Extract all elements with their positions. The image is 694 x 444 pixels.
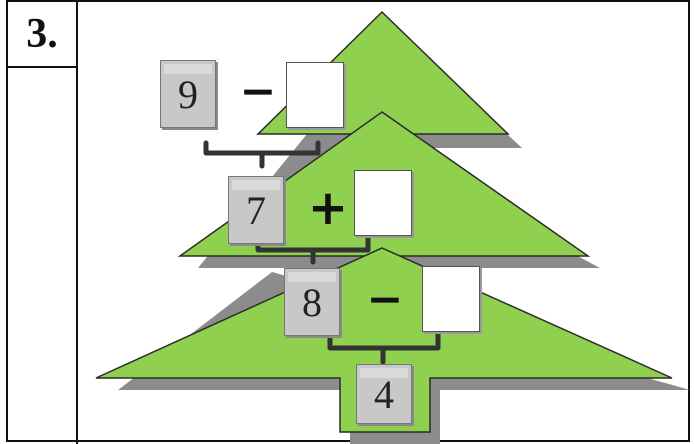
given-number-row-2: 7 xyxy=(228,176,284,244)
result-number: 4 xyxy=(356,364,412,424)
answer-box-row-3[interactable] xyxy=(422,266,480,332)
given-number-row-1: 9 xyxy=(160,60,216,128)
minus-operator-row-3: − xyxy=(366,274,404,325)
problem-number: 3. xyxy=(26,11,58,57)
answer-box-row-1[interactable] xyxy=(286,62,344,128)
bracket-row-3 xyxy=(327,331,441,365)
plus-operator-row-2: + xyxy=(307,180,349,236)
worksheet-frame xyxy=(6,0,690,442)
problem-number-divider xyxy=(6,66,78,68)
given-number-row-3: 8 xyxy=(284,268,340,336)
tree-tier-bottom xyxy=(95,247,673,433)
answer-box-row-2[interactable] xyxy=(354,170,412,236)
bracket-row-2 xyxy=(255,235,371,265)
bracket-row-1 xyxy=(203,140,321,169)
minus-operator-row-1: − xyxy=(239,66,277,117)
worksheet-top-border xyxy=(6,0,690,2)
problem-number-column xyxy=(6,0,78,444)
